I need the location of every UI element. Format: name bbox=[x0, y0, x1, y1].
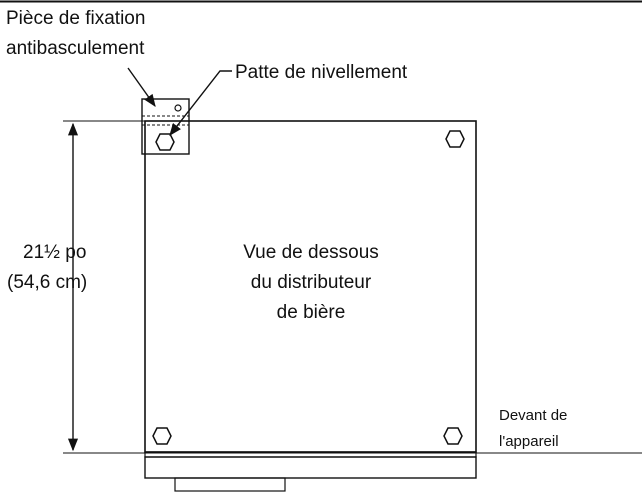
leveling-leg-label: Patte de nivellement bbox=[235, 62, 408, 83]
bracket-screw-hole bbox=[174, 104, 182, 112]
center-label-line1: Vue de dessous bbox=[243, 242, 379, 263]
dimension-label-line1: 21½ po bbox=[23, 242, 86, 263]
front-label-line2: l'appareil bbox=[499, 433, 559, 450]
dimension-label-line2: (54,6 cm) bbox=[7, 272, 87, 293]
anti-tip-bracket bbox=[141, 98, 190, 155]
anti-tip-leader-arrow bbox=[127, 67, 156, 108]
hexagon-leg-icon bbox=[445, 130, 465, 148]
anti-tip-label-line1: Pièce de fixation bbox=[6, 8, 145, 29]
leveling-leg-leader-arrow bbox=[169, 70, 232, 136]
hexagon-leg-icon bbox=[443, 427, 463, 445]
hexagon-leg-icon bbox=[152, 427, 172, 445]
base-rail bbox=[144, 456, 477, 479]
hexagon-leg-icon bbox=[155, 133, 175, 151]
center-label-line3: de bière bbox=[277, 302, 346, 323]
center-label-line2: du distributeur bbox=[251, 272, 372, 293]
anti-tip-label-line2: antibasculement bbox=[6, 38, 145, 59]
base-foot-plate bbox=[174, 477, 286, 492]
front-label-line1: Devant de bbox=[499, 407, 567, 424]
